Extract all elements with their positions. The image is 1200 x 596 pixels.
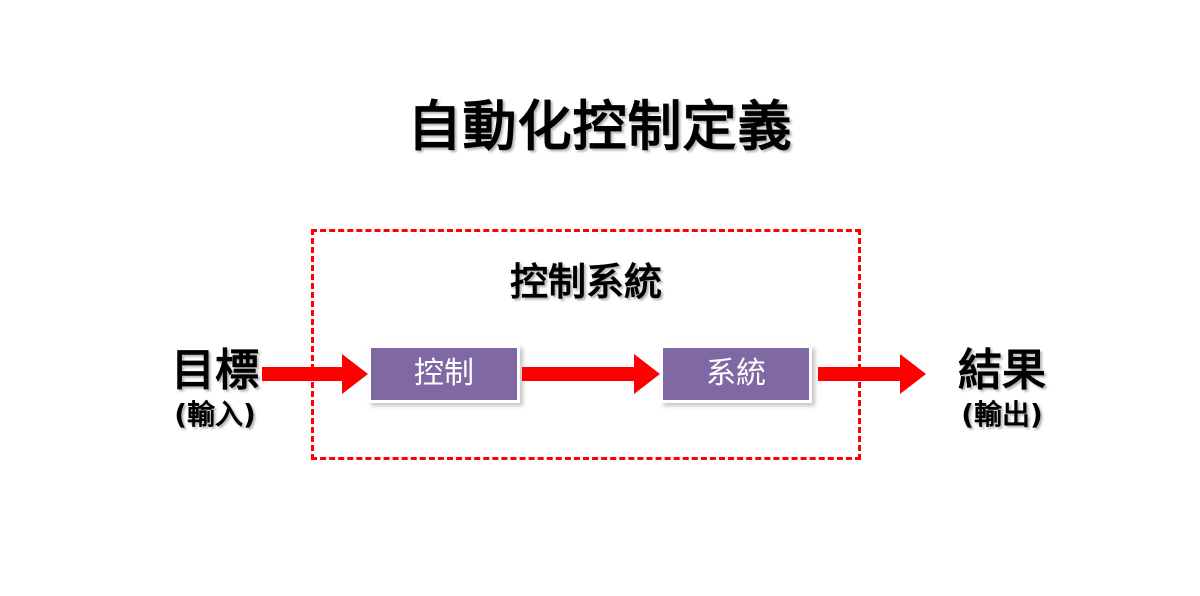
arrow-shaft — [262, 367, 344, 381]
endpoint-input-main: 目標 — [171, 345, 259, 396]
arrow-shaft — [522, 367, 636, 381]
page-title: 自動化控制定義 — [407, 95, 793, 158]
arrow-control-to-system — [522, 354, 660, 394]
arrow-head-icon — [900, 354, 926, 394]
block-control-label: 控制 — [414, 356, 474, 391]
endpoint-input-sub: (輸入) — [174, 398, 256, 431]
control-system-boundary — [311, 229, 861, 460]
arrow-shaft — [818, 367, 902, 381]
arrow-head-icon — [634, 354, 660, 394]
arrow-system-to-output — [818, 354, 926, 394]
block-system: 系統 — [660, 345, 812, 403]
endpoint-output-main: 結果 — [958, 345, 1046, 396]
endpoint-output: 結果 (輸出) — [922, 345, 1082, 433]
block-system-label: 系統 — [706, 356, 766, 391]
endpoint-input: 目標 (輸入) — [140, 345, 290, 433]
block-control: 控制 — [368, 345, 520, 403]
arrow-input-to-control — [262, 354, 368, 394]
endpoint-output-sub: (輸出) — [961, 398, 1043, 431]
control-system-label: 控制系統 — [509, 260, 662, 304]
arrow-head-icon — [342, 354, 368, 394]
